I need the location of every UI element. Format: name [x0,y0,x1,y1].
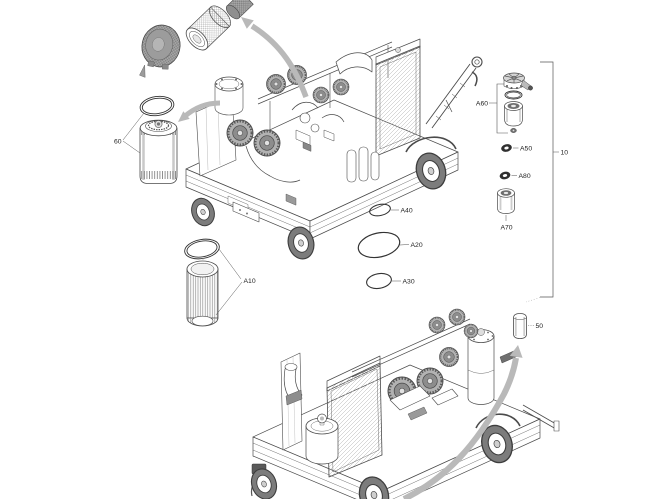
o-ring-a10 [184,238,220,260]
leader-line-60 [122,112,145,154]
bracket-a60 [496,83,508,134]
air-filter-removal-arrow [241,17,309,98]
cartridge-50-removal-arrow [402,345,523,499]
air-filter-end-cap [139,24,181,78]
air-filter-safety-element [225,0,254,20]
air-filter-element [185,5,232,51]
separator-tank-bottom [467,328,495,405]
callout-a80-label: A80 [519,173,531,180]
leader-line-a10 [215,248,243,316]
gasket-a20: A20 [357,231,423,259]
fuel-filter-assembly-a60: A60 [476,72,533,134]
wheels-bottom-view [246,413,521,499]
callout-a30-label: A30 [403,279,415,286]
o-ring-a50: A50 [501,144,532,153]
oil-filter-cartridge [139,119,178,184]
oil-filter-removal-arrow [178,100,221,122]
gasket-a30: A30 [366,272,415,290]
filter-element-a70: A70 [497,188,515,232]
o-ring-a80: A80 [499,171,531,180]
removal-arrows [178,17,523,499]
callout-a40-label: A40 [401,208,413,215]
cooler-package-bottom [280,352,383,478]
drain-plug-a60 [510,128,517,133]
air-filter-exploded-parts [139,0,254,78]
oil-filter-group-60: 60 [114,95,178,184]
receiver-tank-bottom [305,413,339,465]
filter-head-a60 [503,72,533,91]
engine-package-top-view [195,38,421,183]
cartridge-50: 50 [513,313,544,339]
callout-10-label: 10 [561,150,569,157]
group-bracket-10: 10 [525,61,569,303]
leader-line-a20 [399,244,410,246]
filter-group-a10: A10 [184,238,256,327]
callout-50-label: 50 [536,323,544,330]
filter-element-a60 [504,101,523,127]
callout-a50-label: A50 [520,146,532,153]
o-ring-a60 [504,90,523,100]
callout-a70-label: A70 [500,225,512,232]
compressor-view-top [185,38,483,263]
gasket-a40: A40 [369,203,413,217]
callout-60-label: 60 [114,139,122,146]
drawbar-top-view [425,56,483,129]
filter-element-a10 [186,260,219,327]
wheels-top-view [187,136,457,263]
engine-package-bottom [351,308,560,432]
compressor-view-bottom [246,308,560,499]
callout-a10-label: A10 [244,278,256,285]
o-ring-60 [139,95,175,117]
callout-a60-label: A60 [476,101,488,108]
callout-a20-label: A20 [411,242,423,249]
